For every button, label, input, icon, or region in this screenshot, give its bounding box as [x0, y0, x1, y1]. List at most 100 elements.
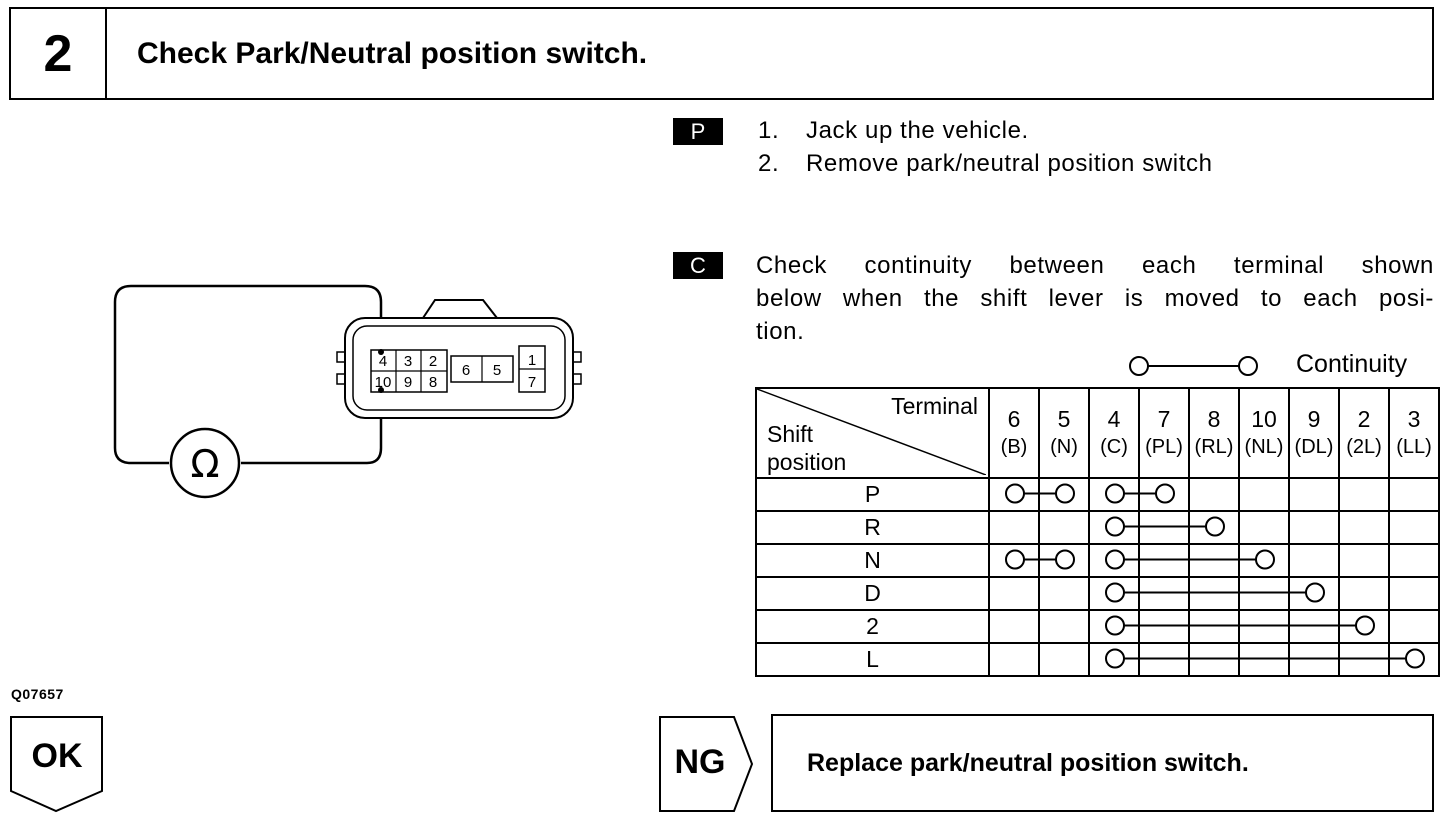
continuity-legend-label: Continuity [1296, 350, 1408, 378]
svg-text:1: 1 [528, 352, 536, 369]
continuity-cell [1138, 510, 1190, 545]
continuity-cell [1188, 477, 1240, 512]
continuity-cell [1188, 576, 1240, 611]
continuity-cell [1188, 642, 1240, 677]
ok-branch: OK [9, 715, 105, 813]
terminal-header: 9(DL) [1288, 387, 1340, 479]
ok-label: OK [31, 737, 83, 775]
continuity-node [1005, 483, 1025, 504]
procedure-list: 1.Jack up the vehicle. 2.Remove park/neu… [758, 114, 1213, 180]
ohmmeter-icon: Ω [169, 427, 241, 499]
terminal-header: 3(LL) [1388, 387, 1440, 479]
continuity-node [1005, 549, 1025, 570]
continuity-cell [1238, 543, 1290, 578]
continuity-cell [1088, 543, 1140, 578]
svg-text:Ω: Ω [190, 442, 219, 486]
procedure-item: 1.Jack up the vehicle. [758, 117, 1029, 144]
continuity-cell [1038, 477, 1090, 512]
continuity-cell [1388, 609, 1440, 644]
svg-text:7: 7 [528, 374, 536, 391]
continuity-cell [1338, 642, 1390, 677]
continuity-cell [1288, 642, 1340, 677]
table-row: L [755, 642, 1440, 677]
ng-label: NG [674, 743, 726, 781]
svg-text:4: 4 [379, 353, 387, 370]
ok-shape [10, 716, 103, 813]
continuity-cell [1038, 609, 1090, 644]
continuity-cell [1088, 477, 1140, 512]
continuity-cell [1288, 510, 1340, 545]
continuity-cell [1238, 609, 1290, 644]
table-row: N [755, 543, 1440, 578]
continuity-cell [1138, 543, 1190, 578]
corner-diagonal [757, 389, 986, 475]
continuity-cell [1038, 543, 1090, 578]
continuity-cell [1338, 543, 1390, 578]
terminal-header: 5(N) [1038, 387, 1090, 479]
step-number: 2 [11, 9, 107, 98]
corner-terminal-label: Terminal [891, 393, 978, 419]
continuity-cell [988, 543, 1275, 578]
shift-position-label: N [755, 543, 990, 578]
connector-diagram: Ω 4 3 2 6 5 1 10 9 8 7 [113, 284, 582, 499]
ng-action-text: Replace park/neutral position switch. [807, 748, 1249, 777]
continuity-cell [1138, 576, 1190, 611]
figure-id: Q07657 [11, 686, 64, 702]
continuity-cell [1288, 477, 1340, 512]
connector-housing [336, 299, 582, 419]
terminal-header: 8(RL) [1188, 387, 1240, 479]
continuity-cell [1388, 477, 1440, 512]
shift-position-label: P [755, 477, 990, 512]
continuity-cell [1288, 543, 1340, 578]
check-line: tion. [756, 318, 805, 345]
check-line: Check continuity between each terminal s… [756, 252, 1434, 279]
continuity-cell [1088, 609, 1140, 644]
continuity-cell [1238, 477, 1290, 512]
svg-text:9: 9 [404, 374, 412, 391]
connector-pin-labels: 4 3 2 6 5 1 10 9 8 7 [375, 352, 537, 391]
ng-action-box: Replace park/neutral position switch. [771, 714, 1434, 812]
continuity-cell [1088, 642, 1140, 677]
continuity-table: Terminal Shift position 6(B) 5(N) 4(C) 7… [755, 387, 1440, 677]
continuity-cell [1338, 609, 1390, 644]
svg-text:10: 10 [375, 374, 392, 391]
terminal-header: 10(NL) [1238, 387, 1290, 479]
terminal-header: 7(PL) [1138, 387, 1190, 479]
continuity-cell [1338, 576, 1390, 611]
continuity-cell [988, 510, 1225, 545]
continuity-cell [1188, 609, 1240, 644]
continuity-cell [988, 609, 1375, 644]
continuity-cell [1288, 576, 1340, 611]
terminal-header: 4(C) [1088, 387, 1140, 479]
shift-position-label: D [755, 576, 990, 611]
table-corner: Terminal Shift position [755, 387, 990, 479]
continuity-cell [988, 576, 1325, 611]
table-row: 2 [755, 609, 1440, 644]
continuity-cell [1138, 477, 1190, 512]
corner-shift-label: Shift [767, 421, 814, 447]
continuity-cell [1188, 510, 1240, 545]
svg-text:3: 3 [404, 353, 412, 370]
continuity-cell [1138, 642, 1190, 677]
terminal-header: 6(B) [988, 387, 1040, 479]
corner-position-label: position [767, 449, 847, 475]
terminal-header: 2(2L) [1338, 387, 1390, 479]
continuity-cell [1388, 510, 1440, 545]
continuity-cell [1088, 576, 1140, 611]
continuity-cell [1238, 642, 1290, 677]
svg-text:2: 2 [429, 353, 437, 370]
table-row: D [755, 576, 1440, 611]
continuity-cell [1388, 576, 1440, 611]
svg-text:5: 5 [493, 362, 501, 379]
table-row: P [755, 477, 1440, 512]
svg-text:8: 8 [429, 374, 437, 391]
check-badge: C [673, 252, 723, 279]
check-instruction: Check continuity between each terminal s… [756, 249, 1434, 348]
continuity-cell [988, 642, 1425, 677]
continuity-cell [1238, 576, 1290, 611]
continuity-cell [1338, 510, 1390, 545]
procedure-item: 2.Remove park/neutral position switch [758, 150, 1213, 177]
continuity-cell [1088, 510, 1140, 545]
continuity-cell [1238, 510, 1290, 545]
